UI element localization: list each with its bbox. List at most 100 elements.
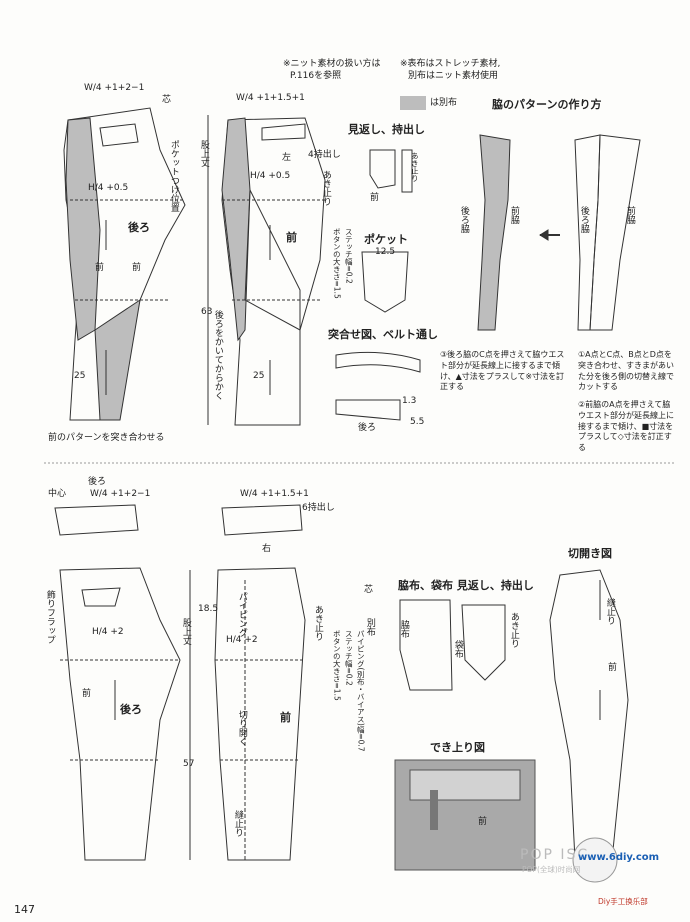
back-lower-shaded [94,298,141,421]
belt-loop-pieces [335,351,421,373]
caption-front-match: 前のパターンを突き合わせる [48,433,165,443]
label-right: 右 [262,544,272,554]
heading-finished: でき上り図 [430,741,485,754]
front-pants-outline [221,117,326,426]
label-open-stop: あき止り [320,170,331,206]
side-cloth-piece [399,599,453,691]
heading-belt-loop: 突合せ図、ベルト通し [328,328,438,341]
logo-text: Diy手工换乐部 [598,897,648,906]
label-back-curve: 後ろをかいてからかく [212,310,223,400]
slash-pants [549,569,629,861]
heading-side-pattern: 脇のパターンの作り方 [492,98,602,111]
note-fabric-2: 別布はニット素材使用 [408,71,499,81]
label-front-lower: 前 [82,689,92,699]
measure-12-5: 12.5 [375,247,396,257]
measure-w4-back: W/4 +1+2−1 [84,83,145,93]
measure-w4-front: W/4 +1+1.5+1 [236,93,305,103]
measure-25-back: 25 [74,371,86,381]
label-rise: 股上丈 [198,140,209,167]
label-core: 芯 [162,95,172,105]
measure-25-front: 25 [253,371,265,381]
back-shaded-panel [65,117,101,341]
measure-h4-back: H/4 +0.5 [88,183,129,193]
measure-h4-2-front: H/4 +2 [226,635,258,645]
legend-label: は別布 [430,98,458,108]
label-front-side-2: 前脇 [624,206,635,224]
side-back-piece [477,134,511,331]
label-hold-6: 6持出し [302,503,335,513]
caption-step1: ①A点とC点、B点とD点を突き合わせ、すきまがあいた分を後ろ側の切替え線でカット… [578,350,674,392]
note-knit-2: P.116を参照 [290,71,342,81]
heading-slash: 切開き図 [568,547,612,560]
label-seam-stop-2: 縫止り [604,598,615,625]
label-seam-stop: 縫止り [232,810,243,837]
label-button-size: ボタンの大きさ=1.5 [332,228,342,299]
label-front-a: 前 [95,263,105,273]
measure-w4-belt-back: W/4 +1+2−1 [90,489,151,499]
label-bag-cloth: 袋布 [452,640,463,658]
label-stitch: ステッチ幅=0.2 [344,228,354,284]
note-knit-1: ※ニット素材の扱い方は [283,59,381,69]
measure-1-3: 1.3 [402,396,417,406]
label-button-size-2: ボタンの大きさ=1.5 [332,630,342,701]
measure-w4-belt-front: W/4 +1+1.5+1 [240,489,309,499]
label-front-side: 前脇 [508,206,519,224]
label-back-lower: 後ろ [120,703,142,716]
label-open-stop-3: あき止り [312,605,323,641]
front-belt [221,504,303,536]
caption-step2: ②前脇のA点を押さえて脇ウエスト部分が延長線上に接するまで傾け、■寸法をプラスし… [578,400,674,453]
measure-h4-front: H/4 +0.5 [250,171,291,181]
watermark-sub: POP(全球)时尚网 [522,865,581,874]
label-stitch-2: ステッチ幅=0.2 [344,630,354,686]
bag-cloth-piece [461,604,506,681]
side-front-piece [589,134,641,331]
front-shaded-panel [221,117,251,342]
watermark-brand: POP ISC [520,847,590,863]
label-other-cloth: 別布 [364,618,375,636]
label-hold-4: 4持出し [308,150,341,160]
label-core-2: 芯 [364,585,374,595]
label-front-main: 前 [286,231,297,244]
label-side-cloth: 脇布 [398,620,409,638]
back-pants-lower [59,567,181,861]
pocket-piece [361,251,409,313]
label-back-top: 後ろ [88,477,107,487]
label-front-lower-main: 前 [280,711,291,724]
label-back-side: 後ろ脇 [458,206,469,233]
label-open-stop-4: あき止り [508,612,519,648]
measure-h4-2-back: H/4 +2 [92,627,124,637]
label-piping-width: パイピング(別布・バイアス)幅=0.7 [356,630,366,752]
back-belt [54,504,139,536]
site-url: www.6diy.com [578,852,660,863]
label-slash-open: 切り開く [236,710,247,746]
label-back-loop: 後ろ [358,423,377,433]
label-back: 後ろ [128,221,150,234]
heading-side-cloth: 脇布、袋布 見返し、持出し [398,579,534,592]
label-slash-front: 前 [608,663,618,673]
label-rise-2: 股上丈 [180,618,191,645]
label-open-stop-2: あき止り [410,152,420,182]
heading-pocket: ポケット [364,233,408,246]
facing-piece [369,149,396,189]
measure-63: 63 [201,307,213,317]
label-front-b: 前 [132,263,142,273]
page-number: 147 [14,903,35,916]
note-fabric-1: ※表布はストレッチ素材, [400,59,501,69]
label-left: 左 [282,153,292,163]
label-piping: パイピング [236,592,247,637]
measure-18-5: 18.5 [198,604,219,614]
label-back-side-2: 後ろ脇 [578,206,589,233]
label-facing-front: 前 [370,193,380,203]
front-pants-lower [214,567,306,861]
measure-57: 57 [183,759,195,769]
label-finished-front: 前 [478,817,488,827]
legend-swatch [400,96,426,110]
label-flap: 飾りフラップ [44,590,55,644]
measure-5-5: 5.5 [410,417,425,427]
label-pocket-pos: ポケットつけ位置 [168,140,179,212]
label-center: 中心 [48,489,67,499]
caption-step3: ③後ろ脇のC点を押さえて脇ウエスト部分が延長線上に接するまで傾け、▲寸法をプラス… [440,350,565,392]
heading-facing: 見返し、持出し [348,123,425,136]
